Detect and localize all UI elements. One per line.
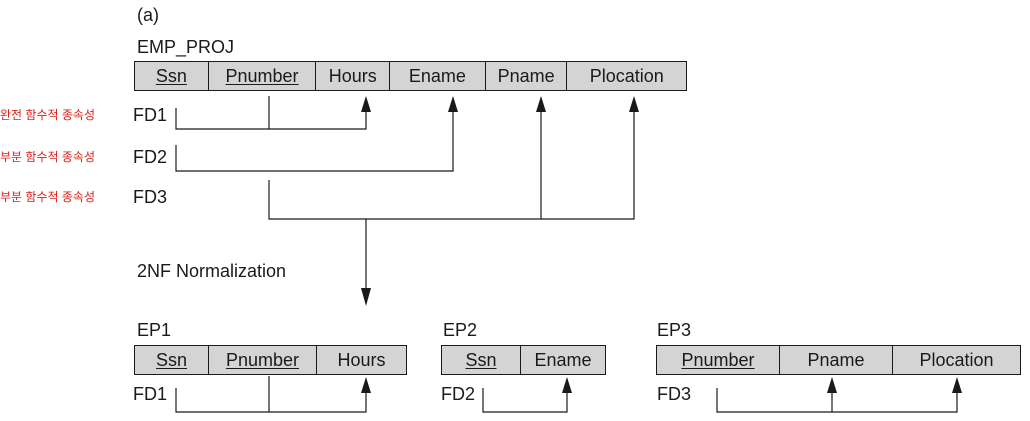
attr-plocation: Plocation [589,65,664,86]
fd2-note: 부분 함수적 종속성 [0,150,95,164]
ep2-fd2-arrow [482,377,572,413]
fd2-label: FD2 [133,147,168,167]
ep3-fd3-arrow [716,377,962,413]
fd3-label: FD3 [133,187,168,207]
fd3-arrow [268,96,639,220]
attr-ssn: Ssn [135,62,209,90]
relation-name: EMP_PROJ [137,37,235,57]
ep2-table: Ssn Ename [441,345,606,375]
attr-pnumber: Pnumber [209,62,317,90]
ep2-attr-ssn: Ssn [442,346,521,374]
ep1-attr-pnumber: Pnumber [209,346,317,374]
attr-pname: Pname [486,62,568,90]
fd3-note: 부분 함수적 종속성 [0,190,95,204]
ep1-fd-label: FD1 [133,384,168,404]
figure-label: (a) [137,5,159,25]
ep2-fd-label: FD2 [441,384,476,404]
ep3-attr-pnumber: Pnumber [657,346,780,374]
ep1-table: Ssn Pnumber Hours [134,345,407,375]
ep3-name: EP3 [657,320,692,340]
emp-proj-table: Ssn Pnumber Hours Ename Pname Plocation [134,61,687,91]
ep2-name: EP2 [443,320,478,340]
attr-ename: Ename [390,62,486,90]
normalization-arrow [361,219,371,306]
ep1-attr-ssn: Ssn [135,346,209,374]
fd2-arrow [175,96,458,172]
ep3-attr-pname: Pname [780,346,893,374]
fd1-label: FD1 [133,105,168,125]
ep2-attr-ename: Ename [534,349,592,370]
ep3-fd-label: FD3 [657,384,692,404]
fd1-arrow [175,96,371,130]
ep1-name: EP1 [137,320,172,340]
ep1-attr-hours: Hours [337,349,386,370]
ep3-table: Pnumber Pname Plocation [656,345,1021,375]
ep1-fd1-arrow [175,376,371,413]
fd1-note: 완전 함수적 종속성 [0,108,95,122]
normalization-label: 2NF Normalization [137,261,287,281]
attr-hours: Hours [316,62,391,90]
ep3-attr-plocation: Plocation [919,349,994,370]
